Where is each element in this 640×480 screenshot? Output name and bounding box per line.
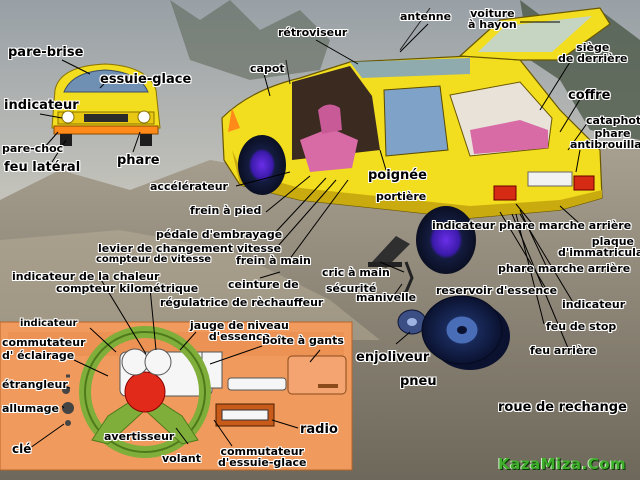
label-indicateur-chaleur: indicateur de la chaleur — [12, 270, 160, 283]
label-pedale-embrayage: pédale d'embrayage — [156, 228, 283, 241]
leader-lines — [29, 21, 589, 449]
label-coffre: coffre — [568, 88, 611, 103]
label-pneu: pneu — [400, 374, 437, 389]
label-commutateur-eclairage: commutateur d' éclairage — [2, 336, 86, 362]
label-enjoliveur: enjoliveur — [356, 350, 430, 365]
label-feu-lateral: feu latéral — [4, 160, 81, 175]
label-ceinture-de: ceinture de — [228, 278, 299, 291]
label-levier-vitesse: levier de changement vitesse — [98, 242, 282, 255]
label-cle: clé — [12, 442, 32, 456]
label-allumage: allumage — [2, 402, 60, 415]
label-commutateur-eclairage-line2: d' éclairage — [2, 349, 75, 362]
spare-wheel — [421, 295, 510, 370]
label-poignee: poignée — [368, 168, 427, 183]
label-accelerateur: accélérateur — [150, 180, 228, 193]
label-commutateur-eclairage-line1: commutateur — [2, 336, 86, 349]
label-jauge-niveau-essence: jauge de niveau d'essence — [190, 320, 289, 342]
label-voiture-a-hayon-line2: à hayon — [468, 18, 517, 31]
label-pare-brise: pare-brise — [8, 45, 84, 60]
label-voiture-a-hayon: voiture à hayon — [468, 8, 517, 30]
label-indicateur-phare-marche-arriere: indicateur phare marche arrière — [432, 219, 632, 232]
label-phare-antibrouillard-line1: phare — [594, 127, 631, 140]
main-car — [221, 7, 611, 274]
label-securite: sécurité — [326, 282, 377, 295]
label-roue-de-rechange: roue de rechange — [498, 400, 627, 415]
label-phare-marche-arriere: phare marche arrière — [498, 262, 631, 275]
label-frein-a-pied: frein à pied — [190, 204, 262, 217]
label-siege-de-derriere: siège de derrière — [558, 42, 627, 64]
label-plaque-line1: plaque — [591, 235, 634, 248]
label-phare-antibrouillard: phare antibrouillard — [570, 128, 640, 150]
label-pare-choc: pare-choc — [2, 142, 64, 155]
label-indicateur-dash: indicateur — [20, 318, 78, 329]
label-siege-line1: siège — [576, 41, 610, 54]
label-cataphote: cataphote — [586, 114, 640, 127]
label-reservoir-essence: reservoir d'essence — [436, 284, 558, 297]
label-feu-arriere: feu arrière — [530, 344, 597, 357]
front-view-car — [51, 63, 161, 146]
label-portiere: portière — [376, 190, 427, 203]
label-phare-front: phare — [117, 153, 160, 168]
label-retroviseur: rétroviseur — [278, 26, 348, 39]
label-commutateur-essuie-line1: commutateur — [220, 445, 304, 458]
watermark-logo: KazaMiza.Com — [498, 455, 627, 473]
label-regulatrice-rechauffeur: régulatrice de rèchauffeur — [160, 296, 324, 309]
haze — [0, 230, 380, 340]
label-jauge-line2: d'essence — [208, 330, 270, 343]
label-volant: volant — [162, 452, 202, 465]
label-cric-a-main: cric à main — [322, 266, 390, 279]
label-indicateur-front: indicateur — [4, 98, 79, 113]
label-voiture-a-hayon-line1: voiture — [470, 7, 515, 20]
label-indicateur-rear: indicateur — [562, 298, 626, 311]
dashboard-panel — [0, 321, 353, 471]
label-feu-de-stop: feu de stop — [546, 320, 617, 333]
label-essuie-glace: essuie-glace — [100, 72, 192, 87]
label-capot: capot — [250, 62, 285, 75]
hubcap — [397, 309, 427, 335]
label-jauge-line1: jauge de niveau — [190, 319, 289, 332]
label-commutateur-essuie-line2: d'essuie-glace — [218, 456, 307, 469]
label-siege-line2: de derrière — [558, 52, 628, 65]
label-commutateur-essuie-glace: commutateur d'essuie-glace — [218, 446, 306, 468]
label-boite-a-gants: boîte à gants — [262, 334, 344, 347]
trees-top — [170, 0, 330, 80]
label-compteur-kilometrique: compteur kilométrique — [56, 282, 199, 295]
label-plaque-immatriculation: plaque d'immatriculation — [558, 236, 640, 258]
label-plaque-line2: d'immatriculation — [558, 246, 640, 259]
label-antenne: antenne — [400, 10, 452, 23]
label-phare-antibrouillard-line2: antibrouillard — [570, 138, 640, 151]
label-frein-a-main: frein à main — [236, 254, 311, 267]
label-avertisseur: avertisseur — [104, 430, 175, 443]
label-etrangleur: étrangleur — [2, 378, 68, 391]
label-manivelle: manivelle — [356, 291, 417, 304]
label-compteur-vitesse: compteur de vitesse — [96, 254, 212, 265]
label-radio: radio — [300, 422, 338, 437]
